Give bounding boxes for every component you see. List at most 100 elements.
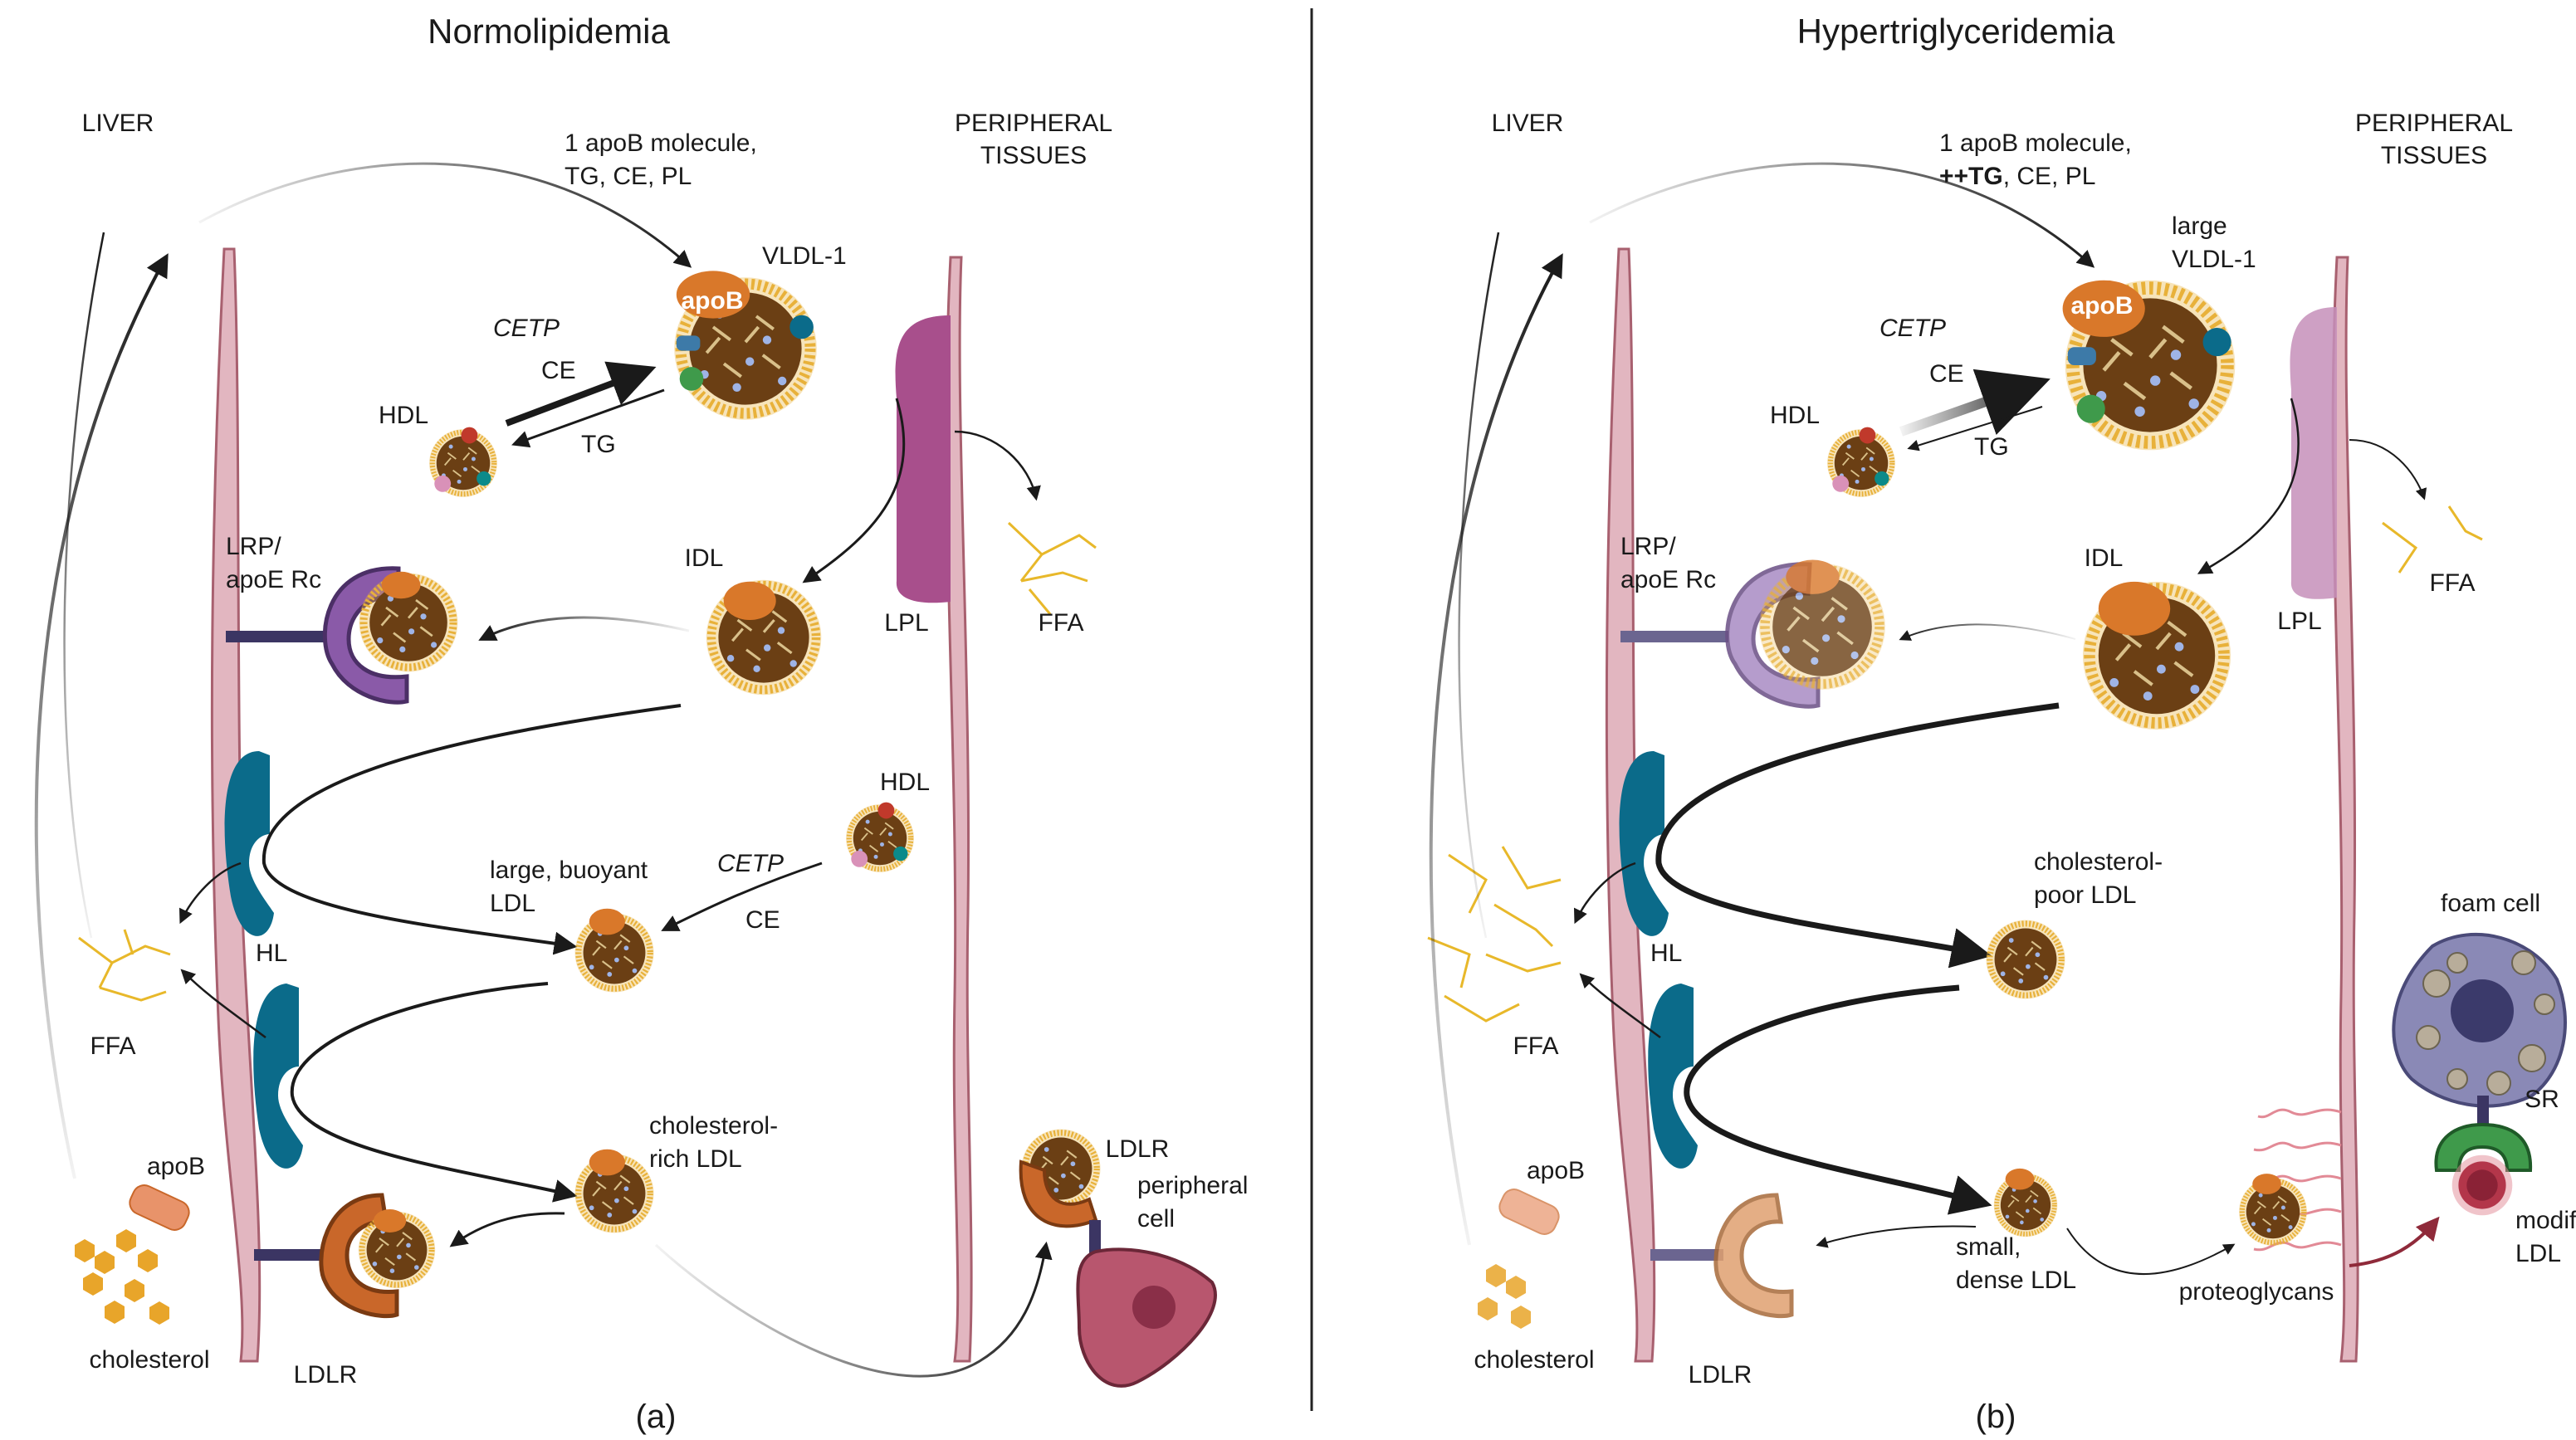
ce-label: CE (541, 357, 576, 384)
lrp-label-line1: LRP/ (226, 533, 281, 560)
small-ldl-to-ldlr-arrow (1816, 1225, 1977, 1248)
cholesterol-label: cholesterol (89, 1346, 209, 1374)
apob-fragment (129, 1184, 190, 1231)
cholesterol-molecules-b (1478, 1264, 1531, 1329)
apob-label: apoB (147, 1153, 205, 1180)
panel-b-title: Hypertriglyceridemia (1797, 12, 2115, 51)
secretion-arrow (198, 162, 692, 268)
hdl-label: HDL (379, 402, 428, 429)
peripheral-label-b-line2: TISSUES (2381, 142, 2487, 169)
secretion-arrow-b (1589, 162, 2095, 268)
ce-label-2: CE (745, 906, 780, 934)
idl-to-poor-ldl-arrow (1655, 702, 2060, 969)
caption-a: (a) (636, 1399, 677, 1435)
lpl-label-b: LPL (2277, 608, 2321, 635)
peripheral-cell-label-line1: peripheral (1137, 1172, 1248, 1199)
large-vldl-label-line2: VLDL-1 (2172, 246, 2256, 273)
ffa-molecules (1007, 521, 1097, 615)
hdl-ce-arrow (661, 862, 823, 931)
ce-arrow (505, 361, 657, 427)
lrp-label-b-line1: LRP/ (1620, 533, 1676, 560)
small-ldl-particle (1994, 1168, 2058, 1237)
large-ldl-particle (574, 908, 653, 993)
small-ldl-to-proteoglycan-arrow (2066, 1228, 2236, 1275)
cholesterol-molecules (75, 1229, 169, 1325)
trapped-ldl-particle (2239, 1174, 2307, 1246)
peripheral-cell-nucleus (1132, 1286, 1176, 1329)
ffa-molecules-left (78, 929, 171, 1002)
cholesterol-label-b: cholesterol (1474, 1346, 1594, 1374)
hl-ffa-arrow-upper-b (1573, 862, 1636, 925)
idl-label-b: IDL (2085, 544, 2124, 572)
peripheral-label-b-line1: PERIPHERAL (2355, 110, 2513, 137)
hl-lower-b (1648, 984, 1698, 1169)
ldlr-bound-ldl (359, 1209, 435, 1288)
tg-label-b: TG (1974, 433, 2009, 461)
vldl-to-idl-arrow (802, 398, 906, 583)
apob-fragment-b (1498, 1189, 1560, 1235)
idl-to-ldl-arrow (262, 704, 682, 955)
idl-to-lrp-arrow (478, 616, 690, 641)
remnant-particle (359, 572, 458, 672)
ldl-to-rich-ldl-arrow (290, 982, 578, 1203)
lpl-ffa-arrow-b (2349, 439, 2427, 500)
modified-ldl-label-line1: modified (2515, 1207, 2576, 1234)
hdl-particle (429, 427, 497, 497)
recycle-arrow-inner (63, 232, 105, 939)
vldl-to-idl-arrow-b (2197, 398, 2300, 574)
hdl-label-b: HDL (1770, 402, 1820, 429)
hl-upper (224, 751, 274, 936)
panel-b: Hypertriglyceridemia LIVER PERIPHERAL TI… (1427, 12, 2576, 1435)
large-ldl-label-line1: large, buoyant (490, 857, 648, 884)
peripheral-endothelium (945, 256, 973, 1363)
poor-ldl-label-line2: poor LDL (2034, 881, 2136, 909)
foam-cell-nucleus (2451, 979, 2514, 1042)
peripheral-cell-label-line2: cell (1137, 1205, 1175, 1233)
ldl-to-ldlr-arrow (449, 1212, 565, 1247)
liver-label: LIVER (82, 110, 154, 137)
cetp-label-2: CETP (717, 850, 784, 877)
lipid-droplets (2416, 950, 2555, 1096)
ffa-label: FFA (1038, 609, 1083, 637)
vldl-composition-line1: 1 apoB molecule, (565, 129, 757, 157)
modification-arrow (2349, 1216, 2440, 1267)
hdl-particle-2 (846, 803, 914, 872)
large-vldl-particle (2063, 281, 2236, 451)
liver-label-b: LIVER (1492, 110, 1564, 137)
idl-label: IDL (685, 544, 724, 572)
scavenger-receptor (2434, 1122, 2533, 1172)
hl-label: HL (256, 940, 287, 967)
rich-ldl-label-line2: rich LDL (649, 1145, 742, 1173)
foam-cell-label: foam cell (2441, 890, 2540, 917)
poor-ldl-label-line1: cholesterol- (2034, 848, 2163, 876)
hl-ffa-arrow-lower (180, 969, 266, 1039)
poor-ldl-to-small-ldl-arrow (1684, 984, 1992, 1215)
lrp-receptor-b (1725, 562, 1821, 709)
lrp-receptor (322, 566, 409, 705)
recycle-arrow-inner-b (1458, 232, 1500, 939)
ffa-label-b: FFA (2429, 569, 2475, 597)
cetp-label: CETP (493, 315, 560, 342)
vldl-b-composition-line1: 1 apoB molecule, (1939, 129, 2132, 157)
modified-ldl-particle (2451, 1154, 2513, 1216)
proteoglycans-label: proteoglycans (2179, 1278, 2334, 1306)
hl-ffa-arrow-upper (178, 862, 242, 925)
hl-label-b: HL (1650, 940, 1682, 967)
ldlr-label-peripheral: LDLR (1106, 1135, 1170, 1163)
ldlr-label: LDLR (294, 1361, 358, 1389)
cetp-label-b: CETP (1879, 315, 1946, 342)
hdl-label-2: HDL (880, 769, 930, 796)
apob-tag: apoB (682, 287, 744, 315)
rich-ldl-to-cell-arrow (654, 1241, 1053, 1378)
vldl-composition-line2: TG, CE, PL (565, 163, 692, 190)
hl-lower (253, 984, 303, 1169)
ldlr-stalk-b (1650, 1249, 1723, 1261)
poor-ldl-particle (1986, 920, 2065, 998)
ffa-label-left: FFA (90, 1032, 135, 1060)
idl-particle-b (2083, 582, 2231, 730)
ce-arrow-b (1899, 369, 2051, 437)
panel-a-title: Normolipidemia (428, 12, 670, 51)
large-remnant-particle (1759, 560, 1885, 690)
peripheral-label-line2: TISSUES (980, 142, 1087, 169)
